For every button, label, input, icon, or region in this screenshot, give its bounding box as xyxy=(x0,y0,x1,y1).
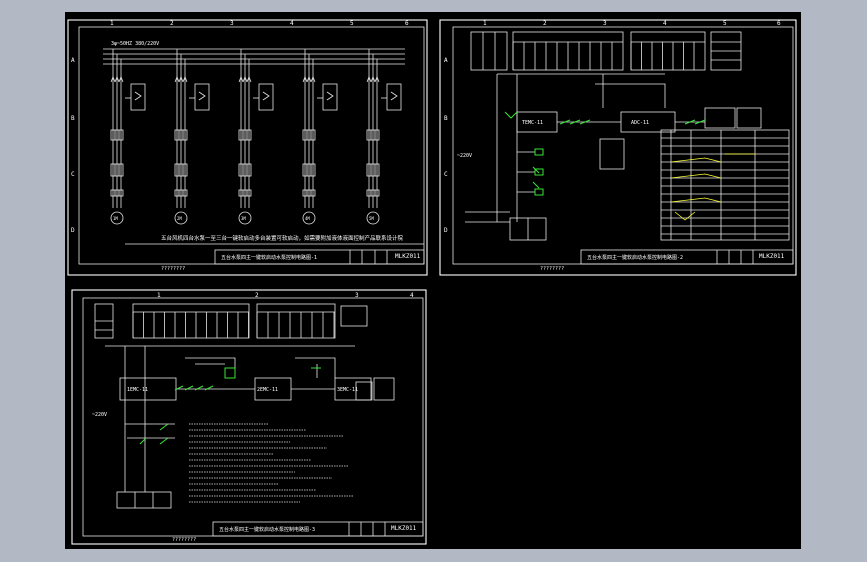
block-3emc-label: 3EMC-11 xyxy=(337,387,358,393)
motor-branch-template xyxy=(110,49,402,208)
block-1emc-label: 1EMC-11 xyxy=(127,387,148,393)
sheet-2-row-label: D xyxy=(444,227,448,234)
sheet-2: 1 2 3 4 5 6 A B C D ~220V TEMC-11 ADC-11 xyxy=(439,19,797,276)
sheet-1-row-label: C xyxy=(71,171,75,178)
sheet-3-drawing-no: MLKZ011 xyxy=(391,525,417,532)
sheet-3-supply-label: ~220V xyxy=(92,412,107,418)
sheet-1-col-label: 1 xyxy=(110,20,114,27)
sheet-3-col-label: 4 xyxy=(410,292,414,299)
drawing-canvas: 1 2 3 4 5 6 A B C D 3φ~50HZ 380/220V 1M 2… xyxy=(67,19,797,545)
sheet-3: 1 2 3 4 ~220V 1EMC-11 2EMC-11 3EMC-11 xyxy=(71,289,427,545)
sheet-3-doc-no: ???????? xyxy=(172,537,196,543)
motor-label: 5M xyxy=(369,216,374,221)
supply-label: 3φ~50HZ 380/220V xyxy=(111,41,159,47)
sheet-1-title-block xyxy=(214,249,425,265)
sheet-2-col-label: 4 xyxy=(663,20,667,27)
motor-symbol xyxy=(302,211,316,225)
sheet-3-frame xyxy=(71,289,427,545)
sheet-2-row-label: B xyxy=(444,115,448,122)
sheet-2-col-label: 1 xyxy=(483,20,487,27)
sheet-1-row-label: A xyxy=(71,57,75,64)
motor-symbol xyxy=(110,211,124,225)
sheet-1-col-label: 3 xyxy=(230,20,234,27)
sheet-3-col-label: 3 xyxy=(355,292,359,299)
motor-label: 2M xyxy=(177,216,182,221)
sheet-1-col-label: 5 xyxy=(350,20,354,27)
sheet-1-frame xyxy=(67,19,428,276)
cad-model-space[interactable]: 1 2 3 4 5 6 A B C D 3φ~50HZ 380/220V 1M 2… xyxy=(65,12,801,549)
sheet-2-col-label: 2 xyxy=(543,20,547,27)
motor-label: 4M xyxy=(305,216,310,221)
sheet-1-row-label: B xyxy=(71,115,75,122)
sheet-2-row-label: C xyxy=(444,171,448,178)
block-2emc-label: 2EMC-11 xyxy=(257,387,278,393)
sheet-1-col-label: 2 xyxy=(170,20,174,27)
sheet-1-drawing-no: MLKZ011 xyxy=(395,253,421,260)
sheet-1-row-label: D xyxy=(71,227,75,234)
sheet-2-col-label: 3 xyxy=(603,20,607,27)
sheet-1-title: 五台水泵四主一键软启动水泵控制电路图-1 xyxy=(221,254,317,261)
sheet-3-col-label: 2 xyxy=(255,292,259,299)
sheet-1-col-label: 4 xyxy=(290,20,294,27)
motor-symbol xyxy=(174,211,188,225)
sheet-3-title: 五台水泵四主一键软启动水泵控制电路图-3 xyxy=(219,526,315,533)
motor-label: 1M xyxy=(113,216,118,221)
block-adc-label: ADC-11 xyxy=(631,120,649,126)
block-temc-label: TEMC-11 xyxy=(522,120,543,126)
sheet-2-doc-no: ???????? xyxy=(540,266,564,272)
sheet-2-frame xyxy=(439,19,797,276)
sheet-1-inner-frame xyxy=(78,26,425,265)
motor-symbol xyxy=(366,211,380,225)
motor-symbol xyxy=(238,211,252,225)
sheet-1: 1 2 3 4 5 6 A B C D 3φ~50HZ 380/220V 1M 2… xyxy=(67,19,428,276)
sheet-3-col-label: 1 xyxy=(157,292,161,299)
sheet-2-drawing-no: MLKZ011 xyxy=(759,253,785,260)
sheet-1-note: 五台风机四台水泵一至三台一键软启动多台装置可软启动，如需要附加液体液面控制产品联… xyxy=(161,234,404,242)
sheet-2-supply-label: ~220V xyxy=(457,153,472,159)
sheet-1-col-label: 6 xyxy=(405,20,409,27)
sheet-3-title-block xyxy=(212,521,424,537)
sheet-2-row-label: A xyxy=(444,57,448,64)
motor-label: 3M xyxy=(241,216,246,221)
sheet-2-col-label: 5 xyxy=(723,20,727,27)
parts-list xyxy=(660,129,790,241)
sheet-2-col-label: 6 xyxy=(777,20,781,27)
sheet-2-title-block xyxy=(580,249,794,265)
sheet-2-title: 五台水泵四主一键软启动水泵控制电路图-2 xyxy=(587,254,683,261)
sheet-3-inner-frame xyxy=(82,297,424,537)
sheet-1-doc-no: ???????? xyxy=(161,266,185,272)
